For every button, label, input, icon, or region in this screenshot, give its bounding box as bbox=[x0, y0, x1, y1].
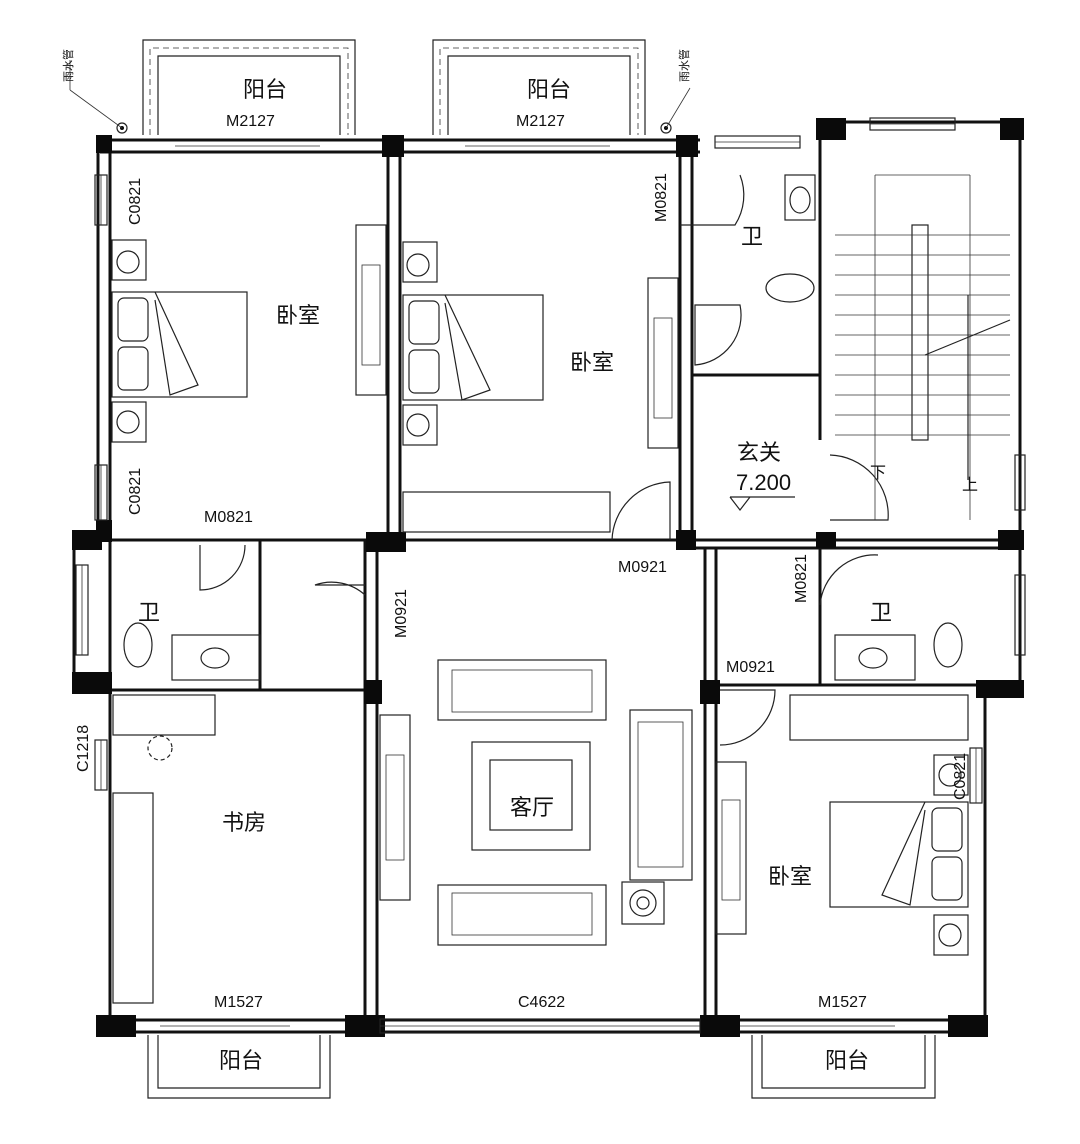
balcony-north-west bbox=[142, 39, 356, 135]
rug bbox=[471, 741, 591, 851]
bed-north bbox=[402, 241, 544, 446]
staircase bbox=[835, 174, 1011, 520]
stairs-up-label: 上 bbox=[962, 476, 978, 494]
sofa-side bbox=[629, 709, 693, 881]
rain-pipe-right bbox=[660, 87, 691, 134]
rain-pipe-label-left: 雨水管 bbox=[61, 49, 75, 82]
balcony-se-label: 阳台 bbox=[825, 1048, 869, 1073]
door-code-m1527-a: M1527 bbox=[214, 994, 263, 1011]
balcony-south-west bbox=[147, 1035, 331, 1099]
window-code-c0821-b: C0821 bbox=[127, 468, 144, 515]
balcony-south-east bbox=[751, 1035, 936, 1099]
windows bbox=[75, 117, 1026, 1034]
room-bedroom-nw: 卧室 bbox=[276, 303, 320, 328]
window-code-c1218: C1218 bbox=[75, 725, 92, 772]
room-study: 书房 bbox=[222, 810, 266, 835]
window-code-c4622: C4622 bbox=[518, 994, 565, 1011]
window-code-c0821-c: C0821 bbox=[952, 753, 969, 800]
study-desk bbox=[112, 694, 216, 761]
foyer-elevation: 7.200 bbox=[736, 470, 791, 495]
door-code-m1527-b: M1527 bbox=[818, 994, 867, 1011]
wardrobes bbox=[112, 491, 969, 1004]
balcony-north bbox=[432, 39, 646, 135]
bath-e-fixtures bbox=[834, 622, 963, 681]
exterior-walls bbox=[72, 120, 1022, 1035]
room-bath-ne: 卫 bbox=[741, 224, 763, 249]
room-bedroom-n: 卧室 bbox=[570, 350, 614, 375]
door-code-m0921-a: M0921 bbox=[618, 559, 667, 576]
room-bath-w: 卫 bbox=[138, 600, 160, 625]
bath-ne-fixtures bbox=[694, 174, 816, 366]
door-code-m0821-c: M0821 bbox=[793, 554, 810, 603]
room-living: 客厅 bbox=[510, 795, 554, 820]
tv-cabinets bbox=[355, 224, 747, 935]
balcony-sw-label: 阳台 bbox=[219, 1048, 263, 1073]
sofa-bottom bbox=[437, 884, 607, 946]
stairs-down-label: 下 bbox=[870, 465, 886, 482]
elevation-marker bbox=[729, 496, 795, 511]
door-code-m0821-b: M0821 bbox=[204, 509, 253, 526]
balcony-n-label: 阳台 bbox=[527, 77, 571, 102]
door-code-m0921-b: M0921 bbox=[393, 589, 410, 638]
door-code-m2127-a: M2127 bbox=[226, 113, 275, 130]
bed-northwest bbox=[111, 239, 248, 443]
structural-columns bbox=[72, 118, 1024, 1037]
door-code-m2127-b: M2127 bbox=[516, 113, 565, 130]
door-swings bbox=[199, 174, 889, 746]
window-code-c0821-a: C0821 bbox=[127, 178, 144, 225]
room-bath-e: 卫 bbox=[870, 600, 892, 625]
door-code-m0821-a: M0821 bbox=[653, 173, 670, 222]
rain-pipe-left bbox=[69, 60, 128, 134]
bed-southeast bbox=[829, 754, 969, 956]
door-code-m0921-c: M0921 bbox=[726, 659, 775, 676]
room-bedroom-se: 卧室 bbox=[768, 864, 812, 889]
bath-w-fixtures bbox=[123, 622, 261, 681]
interior-walls bbox=[100, 140, 1020, 1030]
plant bbox=[621, 881, 665, 925]
balcony-nw-label: 阳台 bbox=[243, 77, 287, 102]
sofa-top bbox=[437, 659, 607, 721]
labels: 阳台 阳台 M2127 M2127 雨水管 雨水管 C0821 C0821 M0… bbox=[61, 49, 978, 1073]
rain-pipe-label-right: 雨水管 bbox=[677, 49, 691, 82]
room-foyer: 玄关 bbox=[737, 440, 781, 465]
